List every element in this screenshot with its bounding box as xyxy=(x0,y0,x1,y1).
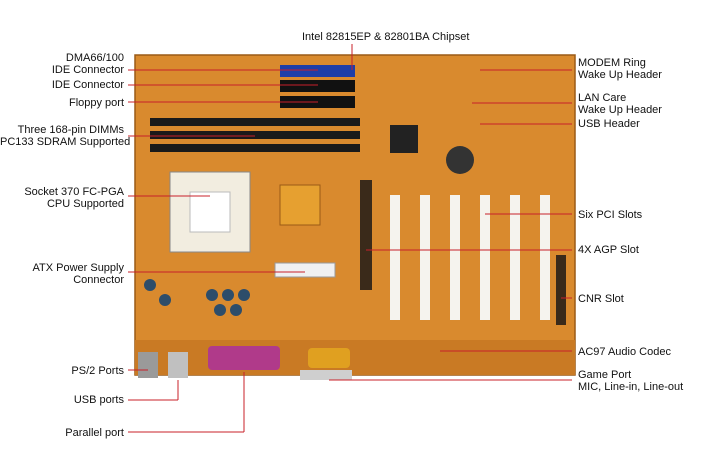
dimm-slot-1 xyxy=(150,118,360,126)
pci-slot-2 xyxy=(420,195,430,320)
game-port xyxy=(308,348,350,368)
northbridge-chip xyxy=(279,184,321,226)
label-lan: LAN Care Wake Up Header xyxy=(578,92,662,116)
pci-slot-3 xyxy=(450,195,460,320)
dimm-slot-3 xyxy=(150,144,360,152)
capacitor xyxy=(230,304,242,316)
cnr-slot xyxy=(556,255,566,325)
label-agp: 4X AGP Slot xyxy=(578,244,639,256)
label-chipset: Intel 82815EP & 82801BA Chipset xyxy=(302,31,470,43)
label-usb-header: USB Header xyxy=(578,118,640,130)
label-usb-ports: USB ports xyxy=(73,394,124,406)
ide-connector-secondary xyxy=(280,80,355,92)
capacitor xyxy=(238,289,250,301)
label-cnr: CNR Slot xyxy=(578,293,624,305)
capacitor xyxy=(206,289,218,301)
label-socket-line2: CPU Supported xyxy=(46,198,124,210)
label-atx: ATX Power Supply Connector xyxy=(0,262,124,286)
label-parallel: Parallel port xyxy=(65,427,124,439)
label-pci: Six PCI Slots xyxy=(578,209,643,221)
audio-jacks xyxy=(300,370,352,380)
label-modem: MODEM Ring Wake Up Header xyxy=(578,57,662,81)
label-lan-line2: Wake Up Header xyxy=(578,104,662,116)
pci-slot-6 xyxy=(540,195,550,320)
pci-slot-5 xyxy=(510,195,520,320)
pci-slot-4 xyxy=(480,195,490,320)
capacitor xyxy=(214,304,226,316)
dimm-slot-2 xyxy=(150,131,360,139)
label-ac97: AC97 Audio Codec xyxy=(578,346,671,358)
label-dimm-line2: PC133 SDRAM Supported xyxy=(0,136,131,148)
label-game-line2: MIC, Line-in, Line-out xyxy=(578,381,684,393)
label-dma-ide-line2: IDE Connector xyxy=(51,64,124,76)
ps2-ports xyxy=(138,352,158,378)
label-game-line1: Game Port xyxy=(578,369,632,381)
pci-slot-1 xyxy=(390,195,400,320)
label-socket-line1: Socket 370 FC-PGA xyxy=(24,186,124,198)
label-atx-line1: ATX Power Supply xyxy=(32,262,124,274)
atx-power-connector xyxy=(274,262,336,278)
label-modem-line2: Wake Up Header xyxy=(578,69,662,81)
label-floppy: Floppy port xyxy=(68,97,124,109)
usb-ports-block xyxy=(168,352,188,378)
label-dma-ide: DMA66/100 IDE Connector xyxy=(0,52,124,76)
southbridge-chip xyxy=(390,125,418,153)
label-dma-ide-line1: DMA66/100 xyxy=(65,52,124,64)
label-ide: IDE Connector xyxy=(51,79,124,91)
parallel-port xyxy=(208,346,280,370)
label-atx-line2: Connector xyxy=(73,274,124,286)
ide-connector-primary xyxy=(280,65,355,77)
capacitor xyxy=(159,294,171,306)
label-lan-line1: LAN Care xyxy=(578,92,627,104)
label-game: Game Port MIC, Line-in, Line-out xyxy=(578,369,683,393)
label-ps2: PS/2 Ports xyxy=(71,365,124,377)
label-modem-line1: MODEM Ring xyxy=(578,57,646,69)
capacitor xyxy=(222,289,234,301)
label-socket: Socket 370 FC-PGA CPU Supported xyxy=(0,186,124,210)
agp-slot xyxy=(360,180,372,290)
label-dimm: Three 168-pin DIMMs PC133 SDRAM Supporte… xyxy=(0,124,131,148)
capacitor xyxy=(144,279,156,291)
cpu-socket-center xyxy=(189,191,231,233)
label-dimm-line1: Three 168-pin DIMMs xyxy=(17,124,124,136)
bios-battery xyxy=(446,146,474,174)
board-lower-edge xyxy=(135,340,575,375)
